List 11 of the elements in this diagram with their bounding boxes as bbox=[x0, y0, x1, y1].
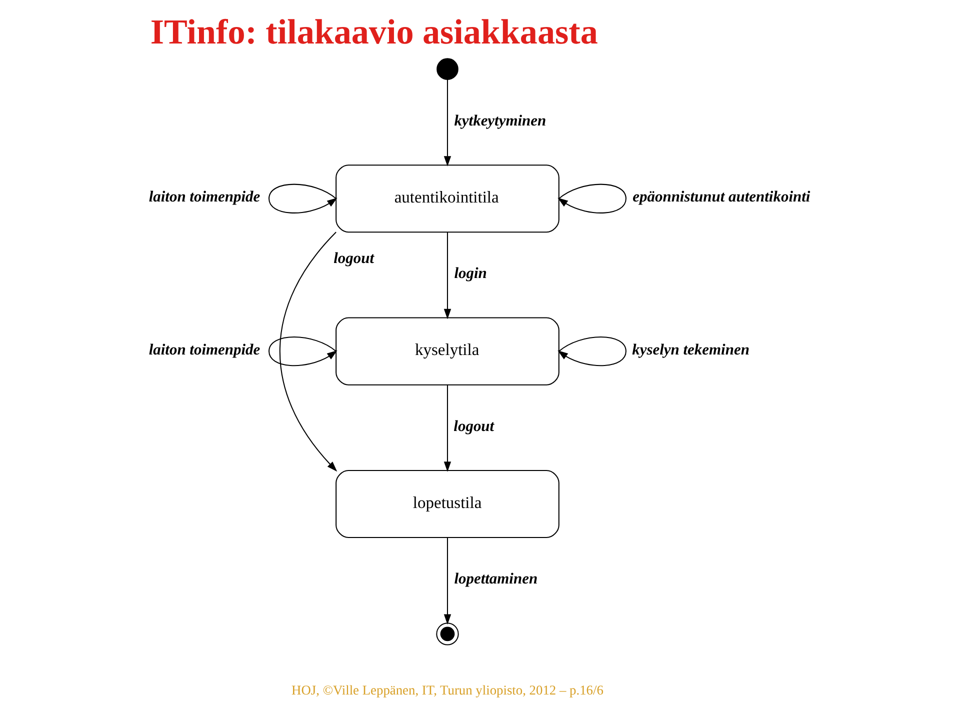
edge-label: kyselyn tekeminen bbox=[632, 341, 749, 358]
edge-label: logout bbox=[453, 418, 494, 435]
edge-label: kytkeytyminen bbox=[454, 112, 546, 130]
edge-label: laiton toimenpide bbox=[148, 188, 260, 206]
edge-label: lopettaminen bbox=[454, 570, 538, 588]
edge-label: epäonnistunut autentikointi bbox=[632, 188, 810, 206]
edge-label: laiton toimenpide bbox=[148, 341, 260, 358]
label: HOJ, ©Ville Leppänen, IT, Turun yliopisto, 2012 – p.16/6 bbox=[291, 682, 603, 698]
edge-label: login bbox=[454, 265, 486, 282]
diagram-title: ITinfo: tilakaavio asiakkaasta bbox=[150, 12, 598, 52]
edge-label: logout bbox=[333, 250, 374, 267]
